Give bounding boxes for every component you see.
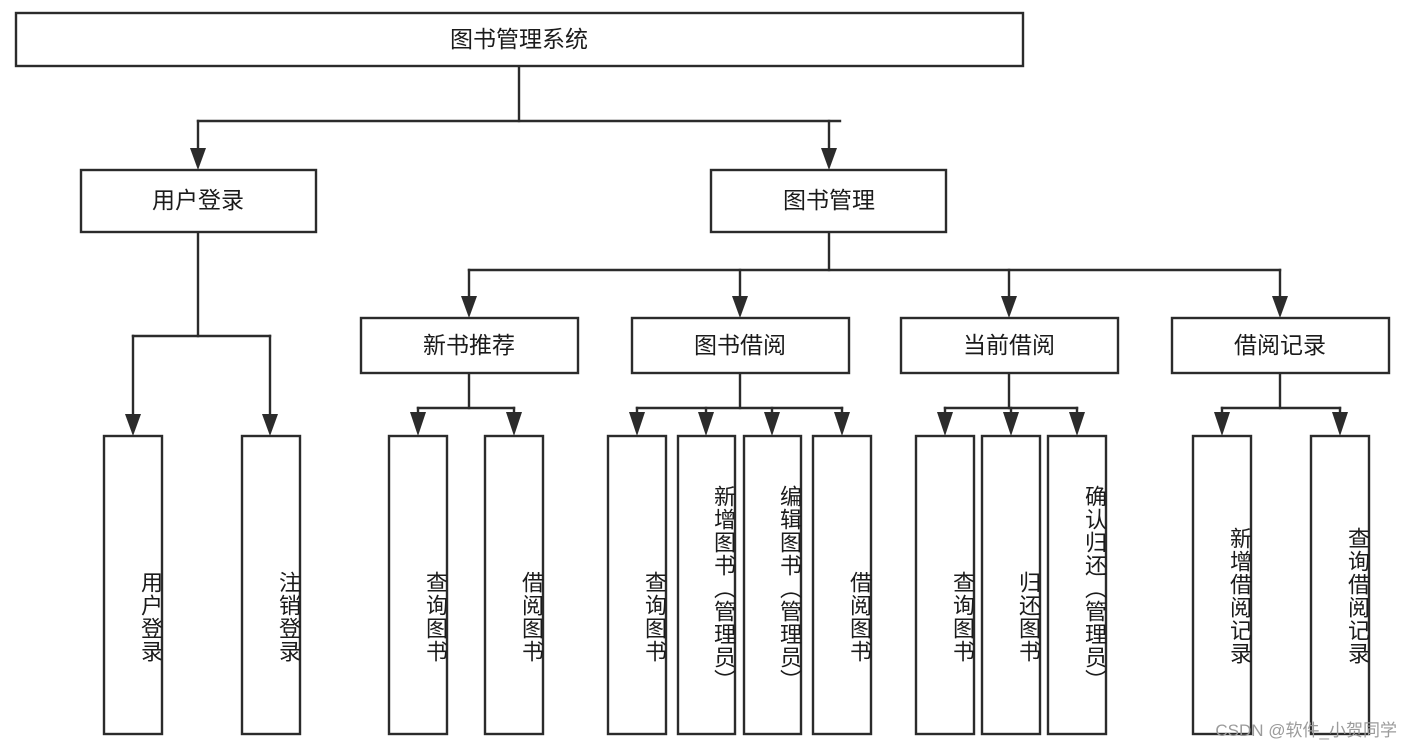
- node-borrow-record-box[interactable]: [1170, 316, 1391, 375]
- node-current-borrow-box[interactable]: [899, 316, 1120, 375]
- arrow-to-leaf-user-login: [125, 414, 141, 436]
- csdn-watermark: CSDN @软件_小贺同学: [1215, 721, 1397, 740]
- node-leaf-return-book-box[interactable]: [980, 434, 1042, 736]
- node-book-mgmt-box[interactable]: [709, 168, 948, 234]
- node-user-login-box[interactable]: [79, 168, 318, 234]
- node-user-login-label: 用户登录: [152, 187, 244, 213]
- connector-group-new-book-rec: [410, 371, 522, 436]
- connector-group-current-borrow: [937, 371, 1085, 436]
- node-new-book-rec[interactable]: 新书推荐: [359, 316, 580, 375]
- node-current-borrow[interactable]: 当前借阅: [899, 316, 1120, 375]
- node-leaf-borrow-book-b-box[interactable]: [811, 434, 873, 736]
- connector-group-book-mgmt: [461, 230, 1288, 318]
- arrow-to-leaf-query-book-c: [937, 412, 953, 436]
- node-leaf-user-login-box[interactable]: [102, 434, 164, 736]
- arrow-to-leaf-query-record: [1332, 412, 1348, 436]
- node-leaf-query-book-a-box[interactable]: [387, 434, 449, 736]
- arrow-to-current-borrow: [1001, 296, 1017, 318]
- node-root[interactable]: 图书管理系统: [14, 11, 1025, 68]
- leaf-box-group: [102, 434, 1371, 736]
- arrow-to-leaf-query-book-a: [410, 412, 426, 436]
- arrow-to-new-book-rec: [461, 296, 477, 318]
- node-current-borrow-label: 当前借阅: [963, 332, 1055, 358]
- node-book-mgmt-label: 图书管理: [783, 187, 875, 213]
- connector-group-book-borrow: [629, 371, 850, 436]
- node-book-borrow-label: 图书借阅: [694, 332, 786, 358]
- node-leaf-borrow-book-a-box[interactable]: [483, 434, 545, 736]
- node-leaf-edit-book-box[interactable]: [742, 434, 803, 736]
- node-book-mgmt[interactable]: 图书管理: [709, 168, 948, 234]
- node-user-login[interactable]: 用户登录: [79, 168, 318, 234]
- node-leaf-query-book-b-box[interactable]: [606, 434, 668, 736]
- node-book-borrow[interactable]: 图书借阅: [630, 316, 851, 375]
- arrow-to-user-login: [190, 148, 206, 170]
- node-borrow-record-label: 借阅记录: [1234, 332, 1326, 358]
- arrow-to-leaf-borrow-book-a: [506, 412, 522, 436]
- node-new-book-rec-label: 新书推荐: [423, 332, 515, 358]
- connector-group-user-login: [125, 230, 278, 436]
- arrow-to-leaf-borrow-book-b: [834, 412, 850, 436]
- node-root-box[interactable]: [14, 11, 1025, 68]
- node-root-label: 图书管理系统: [450, 26, 588, 52]
- node-leaf-query-book-c-box[interactable]: [914, 434, 976, 736]
- node-new-book-rec-box[interactable]: [359, 316, 580, 375]
- node-borrow-record[interactable]: 借阅记录: [1170, 316, 1391, 375]
- arrow-to-book-borrow: [732, 296, 748, 318]
- connector-group-borrow-record: [1214, 371, 1348, 436]
- arrow-to-leaf-return-book: [1003, 412, 1019, 436]
- arrow-to-leaf-confirm-return: [1069, 412, 1085, 436]
- node-leaf-query-record-box[interactable]: [1309, 434, 1371, 736]
- arrow-to-leaf-edit-book: [764, 412, 780, 436]
- node-leaf-logout-box[interactable]: [240, 434, 302, 736]
- node-leaf-add-book-box[interactable]: [676, 434, 737, 736]
- arrow-to-borrow-record: [1272, 296, 1288, 318]
- arrow-to-leaf-query-book-b: [629, 412, 645, 436]
- node-leaf-add-record-box[interactable]: [1191, 434, 1253, 736]
- node-leaf-confirm-return-box[interactable]: [1046, 434, 1108, 736]
- arrow-to-leaf-add-record: [1214, 412, 1230, 436]
- node-book-borrow-box[interactable]: [630, 316, 851, 375]
- arrow-to-leaf-logout: [262, 414, 278, 436]
- connector-group-root: [190, 64, 842, 170]
- arrow-to-leaf-add-book: [698, 412, 714, 436]
- arrow-to-book-mgmt: [821, 148, 837, 170]
